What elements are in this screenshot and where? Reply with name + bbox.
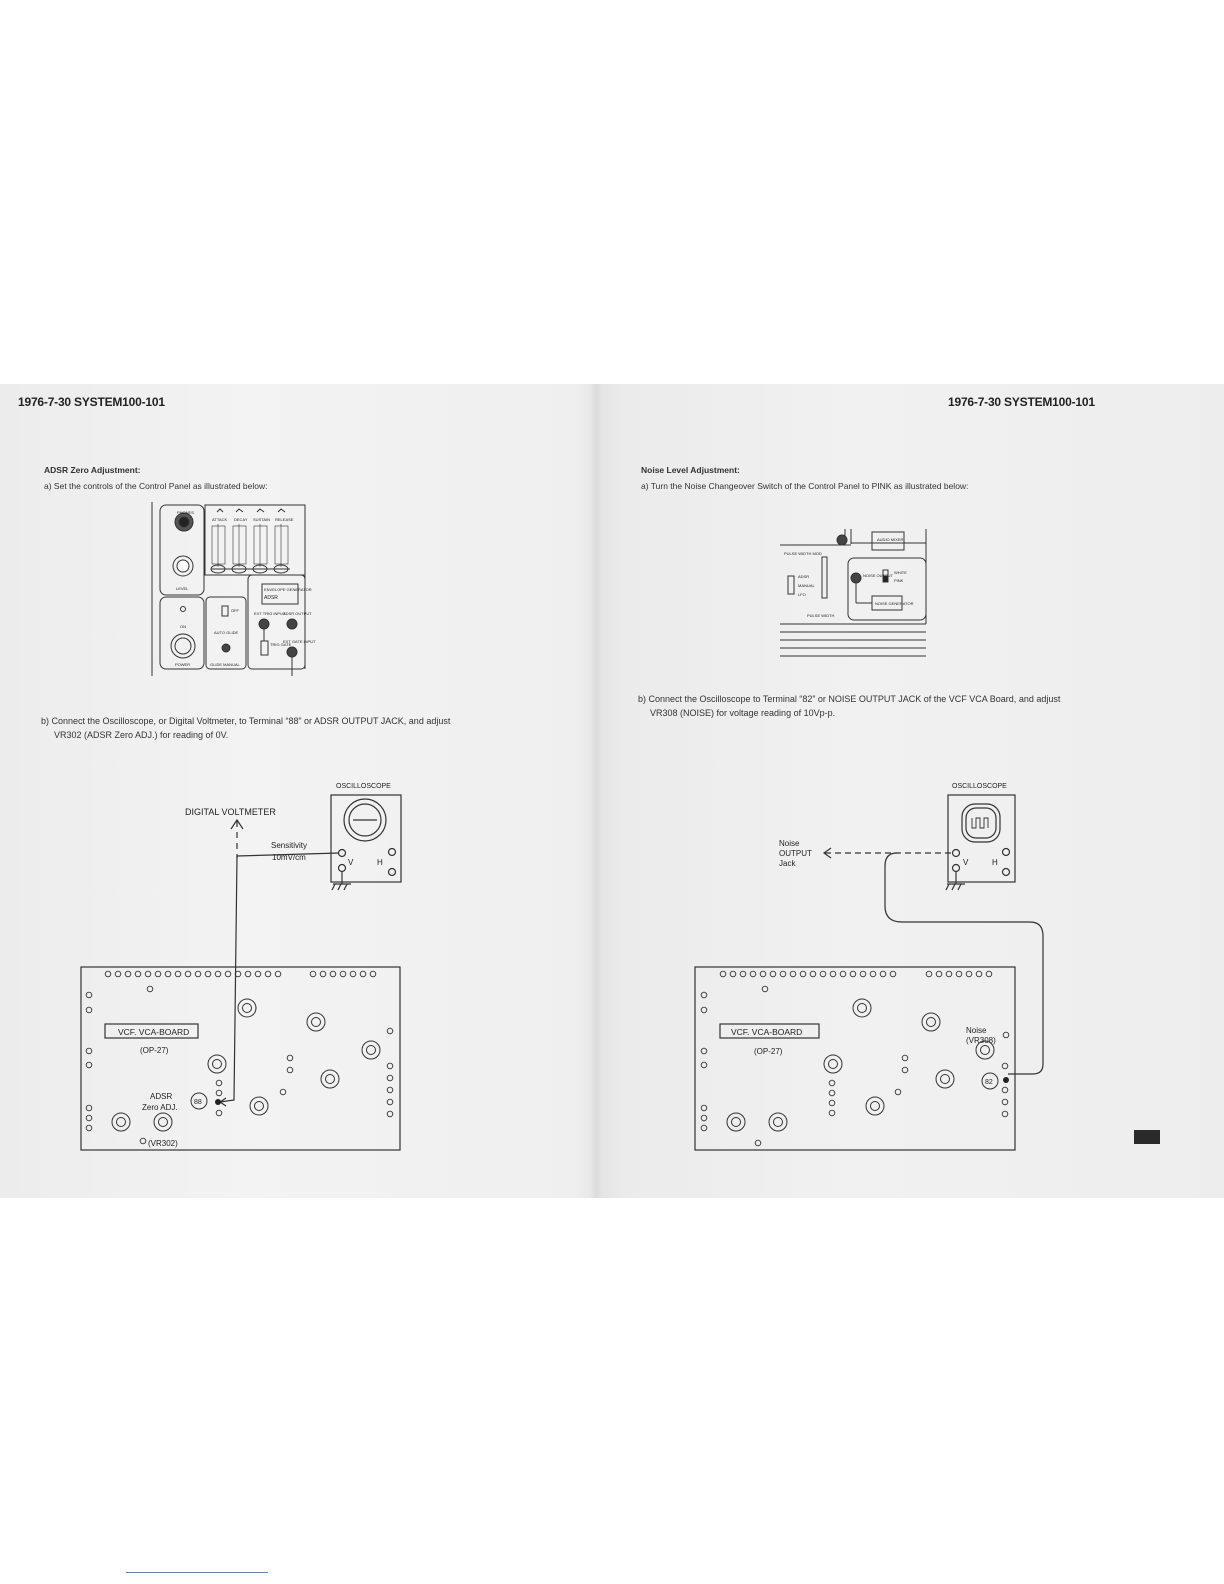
sustain-label: SUSTAIN [253, 517, 270, 522]
noise-step-a: a) Turn the Noise Changeover Switch of t… [641, 481, 969, 491]
release-label: RELEASE [275, 517, 294, 522]
right-board-label: VCF. VCA-BOARD [731, 1027, 802, 1037]
phones-label: PHONES [177, 510, 194, 515]
board-terminals-right [700, 970, 1010, 1147]
noise-title: Noise Level Adjustment: [641, 465, 740, 475]
pwm-lfo-label: LFO [798, 592, 806, 597]
voltmeter-label: DIGITAL VOLTMETER [185, 807, 276, 817]
adsr-wiring-diagram: OSCILLOSCOPE DIGITAL VOLTMETER Sensitivi… [80, 783, 402, 1151]
adsr-adj-line2: Zero ADJ. [142, 1103, 178, 1112]
right-h-label: H [992, 858, 998, 867]
ext-trig-label: EXT TRIG INPUT [254, 611, 286, 616]
adsr-step-b-line2: VR302 (ADSR Zero ADJ.) for reading of 0V… [54, 730, 229, 740]
left-h-label: H [377, 858, 383, 867]
audio-mixer-label: AUDIO MIXER [877, 537, 904, 542]
left-board-label: VCF. VCA-BOARD [118, 1027, 189, 1037]
white-label: WHITE [894, 570, 907, 575]
terminal-82: 82 [985, 1079, 993, 1086]
sensitivity-value: 10mV/cm [272, 853, 306, 862]
sensitivity-label: Sensitivity [271, 841, 307, 850]
power-label: POWER [175, 662, 190, 667]
pulse-width-label: PULSE WIDTH [807, 613, 834, 618]
page-fold [590, 384, 602, 1198]
env-gen-label: ENVELOPE GENERATOR [264, 587, 312, 592]
page-marker [1134, 1130, 1160, 1144]
pink-label: PINK [894, 578, 904, 583]
attack-label: ATTACK [212, 517, 228, 522]
left-page-header: 1976-7-30 SYSTEM100-101 [18, 395, 165, 409]
decay-label: DECAY [234, 517, 248, 522]
right-oscilloscope-label: OSCILLOSCOPE [952, 783, 1007, 790]
noise-step-b-line2: VR308 (NOISE) for voltage reading of 10V… [650, 708, 836, 718]
vr302-label: (VR302) [148, 1139, 178, 1148]
right-v-label: V [963, 858, 969, 867]
adsr-output-label: ADSR OUTPUT [283, 611, 312, 616]
adsr-adj-line1: ADSR [150, 1092, 172, 1101]
pulse-width-mod-label: PULSE WIDTH MOD [784, 551, 822, 556]
vr308-label: (VR308) [966, 1036, 996, 1045]
pwm-adsr-label: ADSR [798, 574, 809, 579]
auto-glide-label: AUTO GLIDE [214, 630, 238, 635]
noise-wiring-diagram: OSCILLOSCOPE Noise OUTPUT Jack V H VCF. … [694, 783, 1044, 1151]
noise-step-b-line1: b) Connect the Oscilloscope to Terminal … [638, 694, 1061, 704]
noise-jack-line3: Jack [779, 859, 796, 868]
trig-gate-label: TRIG GATE [270, 642, 292, 647]
footer-line [126, 1572, 268, 1573]
adsr-step-b-line1: b) Connect the Oscilloscope, or Digital … [41, 716, 451, 726]
noise-jack-line1: Noise [779, 839, 800, 848]
off-label: OFF [231, 608, 240, 613]
adsr-label: ADSR [264, 595, 278, 601]
terminal-88: 88 [194, 1099, 202, 1106]
right-page-header: 1976-7-30 SYSTEM100-101 [948, 395, 1095, 409]
scanned-sheet: 1976-7-30 SYSTEM100-101 1976-7-30 SYSTEM… [0, 384, 1224, 1198]
adsr-control-panel: PHONES LEVEL ATTACK DECAY SUSTAIN RELEAS… [151, 502, 316, 676]
ext-gate-label: EXT GATE INPUT [283, 639, 316, 644]
left-board-code: (OP-27) [140, 1046, 169, 1055]
pwm-manual-label: MANUAL [798, 583, 815, 588]
level-label: LEVEL [176, 586, 189, 591]
noise-generator-label: NOISE GENERATOR [875, 601, 914, 606]
noise-output-label: NOISE OUTPUT [863, 573, 894, 578]
adsr-step-a: a) Set the controls of the Control Panel… [44, 481, 268, 491]
noise-jack-line2: OUTPUT [779, 849, 812, 858]
left-v-label: V [348, 858, 354, 867]
noise-control-panel: AUDIO MIXER PULSE WIDTH MOD ADSR MANUAL … [780, 529, 927, 657]
board-terminals [85, 970, 394, 1145]
left-oscilloscope-label: OSCILLOSCOPE [336, 783, 391, 790]
on-label: ON [180, 624, 186, 629]
noise-vr-line1: Noise [966, 1026, 987, 1035]
right-board-code: (OP-27) [754, 1047, 783, 1056]
glide-manual-label: GLIDE MANUAL [210, 662, 241, 667]
adsr-title: ADSR Zero Adjustment: [44, 465, 141, 475]
